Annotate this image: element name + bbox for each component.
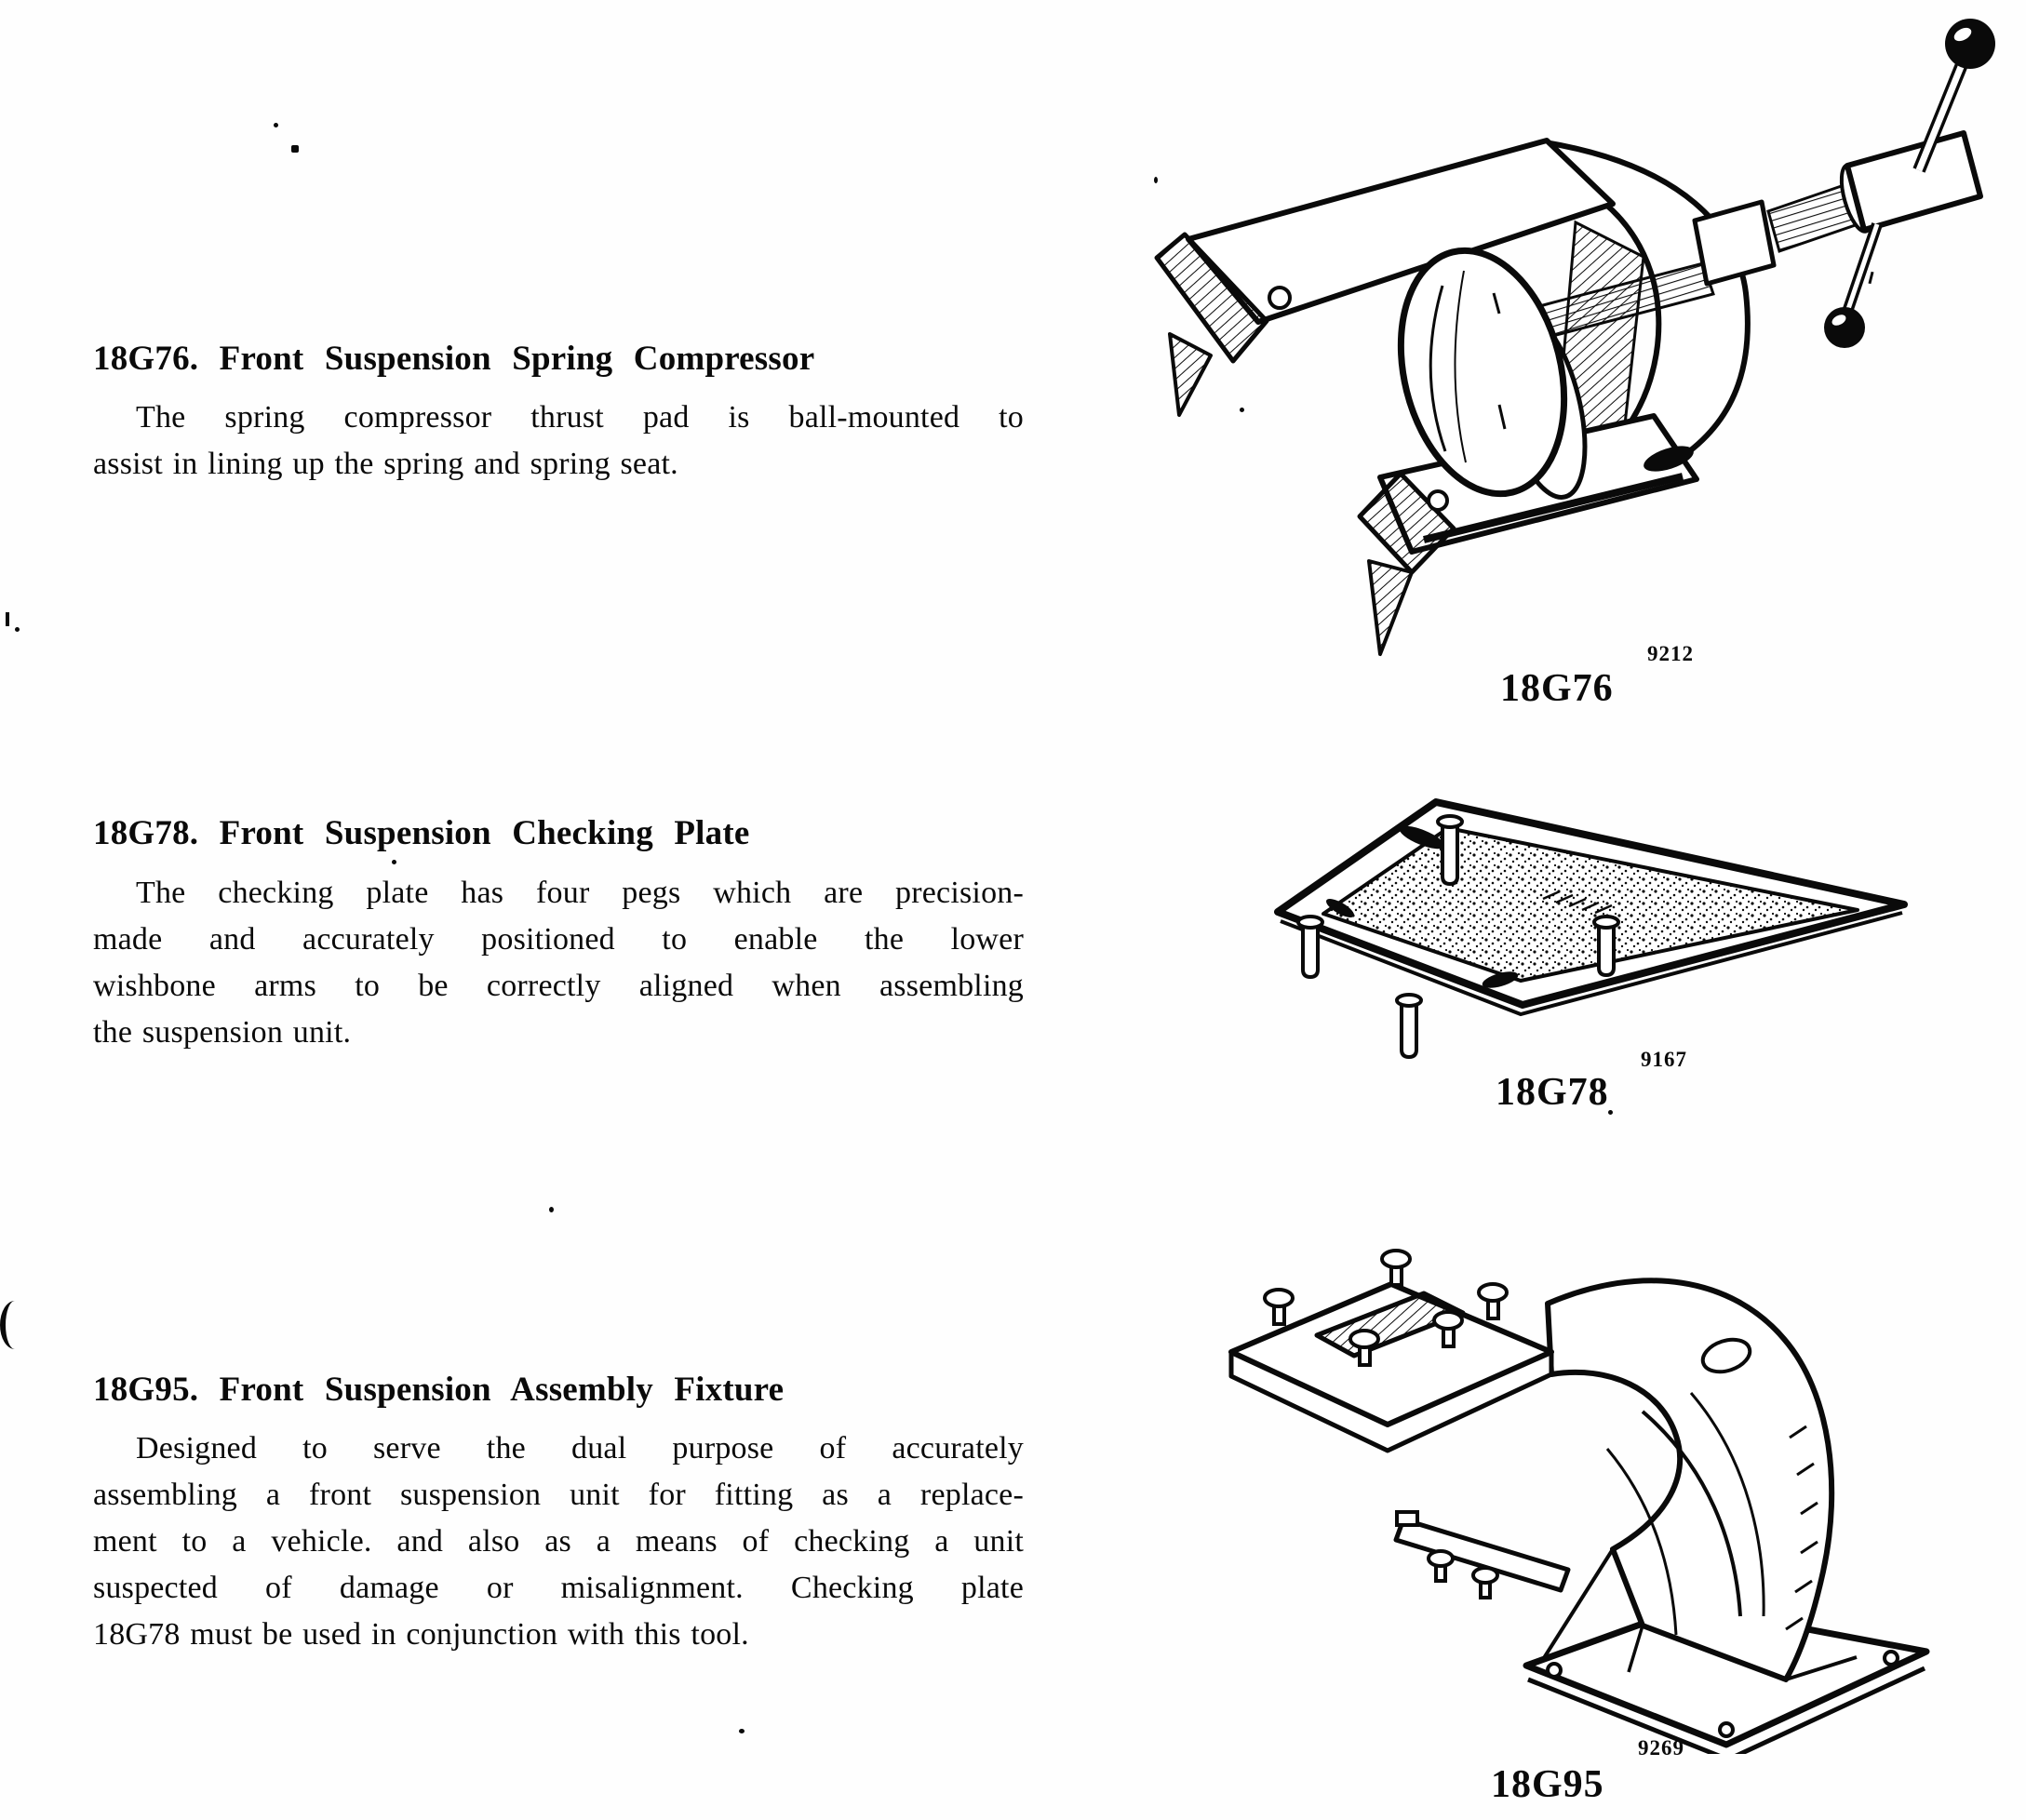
section-body-18g78: The checking plate has four pegs which a… bbox=[93, 870, 1024, 1056]
figure-number: 9212 bbox=[1647, 642, 1694, 665]
body-line: assembling a front suspension unit for f… bbox=[93, 1478, 1024, 1512]
body-line: assist in lining up the spring and sprin… bbox=[93, 447, 678, 481]
figure-tool-id: 18G76 bbox=[1500, 667, 1614, 710]
section-heading-18g76: 18G76. Front Suspension Spring Compresso… bbox=[93, 340, 815, 378]
assembly-fixture-illustration bbox=[1228, 1249, 1930, 1754]
scan-speck bbox=[1608, 1110, 1613, 1115]
body-line: Designed to serve the dual purpose of ac… bbox=[136, 1431, 1024, 1465]
scan-speck bbox=[1240, 408, 1244, 412]
figure-number: 9269 bbox=[1638, 1736, 1684, 1760]
scan-artifact-mark bbox=[0, 1301, 30, 1349]
section-body-18g76: The spring compressor thrust pad is ball… bbox=[93, 395, 1024, 488]
scan-speck bbox=[739, 1729, 745, 1733]
scan-speck bbox=[15, 627, 20, 632]
body-line: 18G78 must be used in conjunction with t… bbox=[93, 1617, 749, 1652]
body-line: The checking plate has four pegs which a… bbox=[136, 876, 1024, 910]
scan-speck bbox=[549, 1207, 554, 1212]
checking-plate-illustration bbox=[1274, 798, 1908, 1060]
plate-peg bbox=[1592, 915, 1620, 978]
figure-tool-id: 18G95 bbox=[1491, 1763, 1604, 1806]
scan-speck bbox=[6, 612, 9, 626]
plate-peg bbox=[1436, 814, 1464, 887]
scan-speck bbox=[1154, 177, 1158, 183]
body-line: made and accurately positioned to enable… bbox=[93, 922, 1024, 957]
section-heading-18g78: 18G78. Front Suspension Checking Plate bbox=[93, 814, 750, 852]
figure-tool-id: 18G78 bbox=[1496, 1071, 1609, 1114]
plate-peg bbox=[1395, 993, 1423, 1060]
fixture-stud bbox=[1263, 1249, 1509, 1367]
section-body-18g95: Designed to serve the dual purpose of ac… bbox=[93, 1425, 1024, 1658]
scan-speck bbox=[392, 860, 396, 864]
section-heading-18g95: 18G95. Front Suspension Assembly Fixture bbox=[93, 1371, 785, 1409]
body-line: the suspension unit. bbox=[93, 1015, 352, 1050]
spring-compressor-illustration bbox=[1154, 19, 1995, 656]
body-line: The spring compressor thrust pad is ball… bbox=[136, 400, 1024, 435]
body-line: suspected of damage or misalignment. Che… bbox=[93, 1571, 1024, 1605]
scan-speck bbox=[291, 145, 299, 153]
scan-speck bbox=[274, 123, 278, 127]
bracket-peg bbox=[1427, 1549, 1499, 1599]
plate-peg bbox=[1296, 915, 1324, 980]
body-line: ment to a vehicle. and also as a means o… bbox=[93, 1524, 1024, 1559]
figure-number: 9167 bbox=[1641, 1048, 1687, 1071]
body-line: wishbone arms to be correctly aligned wh… bbox=[93, 969, 1024, 1003]
